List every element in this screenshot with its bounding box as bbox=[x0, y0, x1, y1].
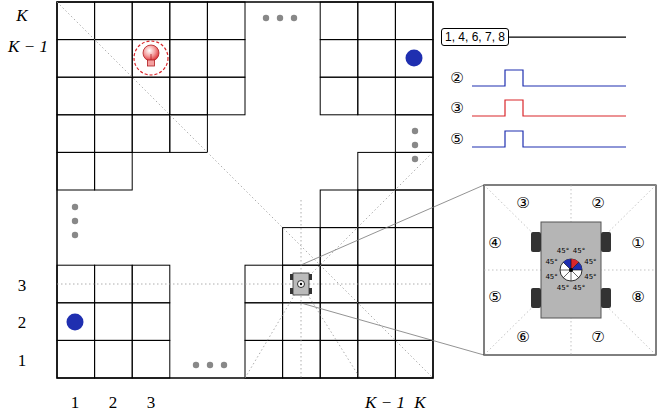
guide-lines bbox=[57, 2, 656, 378]
grid-cell bbox=[57, 265, 95, 303]
goal-dot bbox=[406, 50, 423, 67]
grid-cell bbox=[170, 77, 208, 115]
zoom-leader-lines bbox=[301, 185, 484, 355]
grid-cell bbox=[57, 303, 95, 341]
grid-cell bbox=[358, 77, 396, 115]
axis-label: K bbox=[414, 394, 425, 411]
grid-cell bbox=[132, 40, 170, 78]
signal-group-box: 1, 4, 6, 7, 8 bbox=[441, 28, 509, 46]
grid-cell bbox=[320, 77, 358, 115]
grid-cell bbox=[283, 303, 321, 341]
angle-label: 45° bbox=[557, 285, 569, 292]
grid-cell bbox=[320, 190, 358, 228]
sensor-number: ② bbox=[591, 196, 604, 211]
grid-cell bbox=[320, 340, 358, 378]
grid-cell bbox=[95, 115, 133, 153]
grid-cell bbox=[395, 115, 433, 153]
grid-cell bbox=[395, 77, 433, 115]
robot-large bbox=[531, 222, 611, 318]
grid-cell bbox=[320, 40, 358, 78]
sensor-number: ⑦ bbox=[591, 330, 604, 345]
grid-cell bbox=[95, 77, 133, 115]
grid-cell bbox=[57, 340, 95, 378]
angle-label: 45° bbox=[557, 248, 569, 255]
angle-label: 45° bbox=[584, 274, 596, 281]
grid-cell bbox=[95, 340, 133, 378]
grid-cell bbox=[358, 228, 396, 266]
goal-dot bbox=[67, 314, 84, 331]
grid-cell bbox=[245, 265, 283, 303]
grid-cell bbox=[245, 303, 283, 341]
grid-cell bbox=[207, 2, 245, 40]
grid-cell bbox=[320, 303, 358, 341]
grid-cell bbox=[95, 152, 133, 190]
sensor-number: ⑤ bbox=[488, 290, 501, 305]
grid-cell bbox=[395, 2, 433, 40]
signal-traces bbox=[472, 37, 626, 147]
sensor-number: ⑤ bbox=[450, 132, 463, 147]
axis-label: 3 bbox=[18, 277, 27, 294]
angle-label: 45° bbox=[584, 259, 596, 266]
grid-cell bbox=[170, 2, 208, 40]
sensor-number: ③ bbox=[516, 196, 529, 211]
grid-cell bbox=[395, 190, 433, 228]
angle-label: 45° bbox=[545, 259, 557, 266]
angle-label: 45° bbox=[573, 285, 585, 292]
grid-cell bbox=[207, 77, 245, 115]
axis-label: 1 bbox=[71, 394, 80, 411]
angle-label: 45° bbox=[545, 274, 557, 281]
zoom-guides bbox=[484, 185, 656, 355]
grid-cell bbox=[132, 2, 170, 40]
grid-cell bbox=[57, 115, 95, 153]
grid-cell bbox=[57, 152, 95, 190]
axis-label: 2 bbox=[109, 394, 118, 411]
grid-cell bbox=[320, 2, 358, 40]
grid-cell bbox=[358, 2, 396, 40]
grid-cell bbox=[57, 40, 95, 78]
axis-label: K bbox=[16, 7, 27, 24]
axis-label: 2 bbox=[18, 314, 27, 331]
grid-cell bbox=[170, 40, 208, 78]
light-bulb bbox=[134, 41, 168, 75]
sensor-number: ⑧ bbox=[631, 290, 644, 305]
grid-cell bbox=[95, 2, 133, 40]
grid-cell bbox=[207, 40, 245, 78]
sensor-number: ① bbox=[631, 236, 644, 251]
axis-label: 3 bbox=[147, 394, 156, 411]
grid-cell bbox=[132, 115, 170, 153]
grid-cell bbox=[395, 40, 433, 78]
ellipsis-dots bbox=[72, 15, 418, 368]
grid-cells bbox=[57, 2, 433, 378]
axis-label: K − 1 bbox=[8, 38, 48, 55]
grid-cell bbox=[358, 340, 396, 378]
sensor-number: ⑥ bbox=[516, 330, 529, 345]
grid-cell bbox=[358, 152, 396, 190]
sensor-number: ③ bbox=[450, 101, 463, 116]
grid-cell bbox=[283, 265, 321, 303]
zoom-box bbox=[484, 185, 656, 355]
robot-small bbox=[290, 273, 312, 295]
grid-cell bbox=[57, 77, 95, 115]
axis-label: 1 bbox=[18, 352, 27, 369]
grid-border bbox=[57, 2, 433, 378]
grid-cell bbox=[132, 303, 170, 341]
axis-label: K − 1 bbox=[365, 394, 405, 411]
sensor-list: 1, 4, 6, 7, 8 bbox=[445, 30, 505, 44]
grid-cell bbox=[283, 340, 321, 378]
angle-label: 45° bbox=[573, 248, 585, 255]
grid-cell bbox=[395, 228, 433, 266]
grid-cell bbox=[95, 303, 133, 341]
sensor-number: ② bbox=[450, 71, 463, 86]
grid-cell bbox=[358, 40, 396, 78]
grid-cell bbox=[132, 340, 170, 378]
sensor-number: ④ bbox=[488, 236, 501, 251]
